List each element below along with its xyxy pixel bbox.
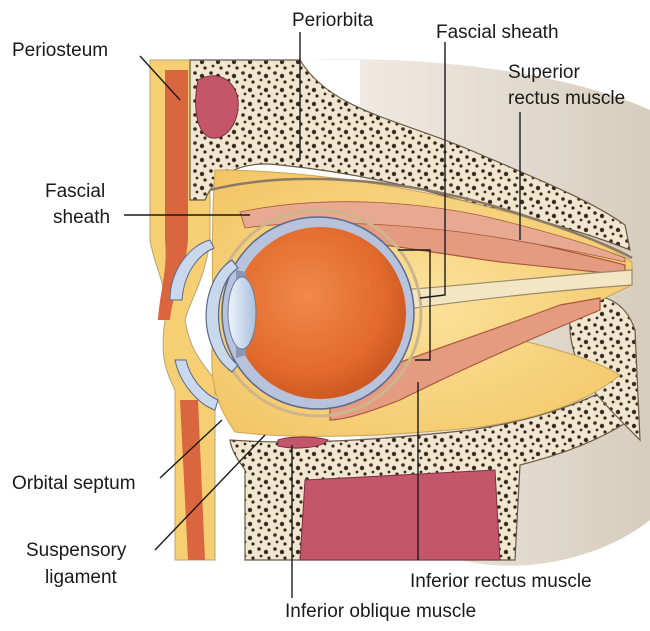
cornea <box>205 259 239 373</box>
inferior-oblique-muscle <box>277 436 329 449</box>
leader-periosteum <box>139 55 181 101</box>
label-suspensory-2: ligament <box>45 567 118 588</box>
leader-suspensory <box>154 434 266 551</box>
periosteum-strip-lower <box>180 400 205 560</box>
frontal-sinus <box>195 75 239 139</box>
lens <box>227 276 257 350</box>
eyeball-interior <box>234 227 406 399</box>
inferior-rectus-muscle <box>329 297 601 421</box>
fascial-sheath-bracket <box>398 249 431 361</box>
periosteum-strip <box>158 70 188 320</box>
label-suspensory-1: Suspensory <box>26 540 127 561</box>
label-fascial-sheath-top: Fascial sheath <box>436 22 559 43</box>
maxillary-sinus <box>299 469 501 561</box>
leader-orbital-septum <box>159 419 223 479</box>
label-periorbita: Periorbita <box>292 10 374 31</box>
label-fascial-sheath-left-2: sheath <box>53 207 110 228</box>
lower-eyelid <box>174 359 219 411</box>
label-inferior-rectus: Inferior rectus muscle <box>410 571 592 592</box>
upper-eyelid <box>169 239 215 301</box>
label-periosteum: Periosteum <box>12 40 108 61</box>
label-superior-rectus-1: Superior <box>508 62 580 83</box>
label-superior-rectus-2: rectus muscle <box>508 88 625 109</box>
periorbita-line <box>209 177 633 260</box>
optic-nerve <box>399 269 633 311</box>
label-orbital-septum: Orbital septum <box>12 473 136 494</box>
label-inferior-oblique: Inferior oblique muscle <box>285 601 476 622</box>
leader-fascial-sheath-top <box>419 42 446 299</box>
label-fascial-sheath-left-1: Fascial <box>45 181 105 202</box>
